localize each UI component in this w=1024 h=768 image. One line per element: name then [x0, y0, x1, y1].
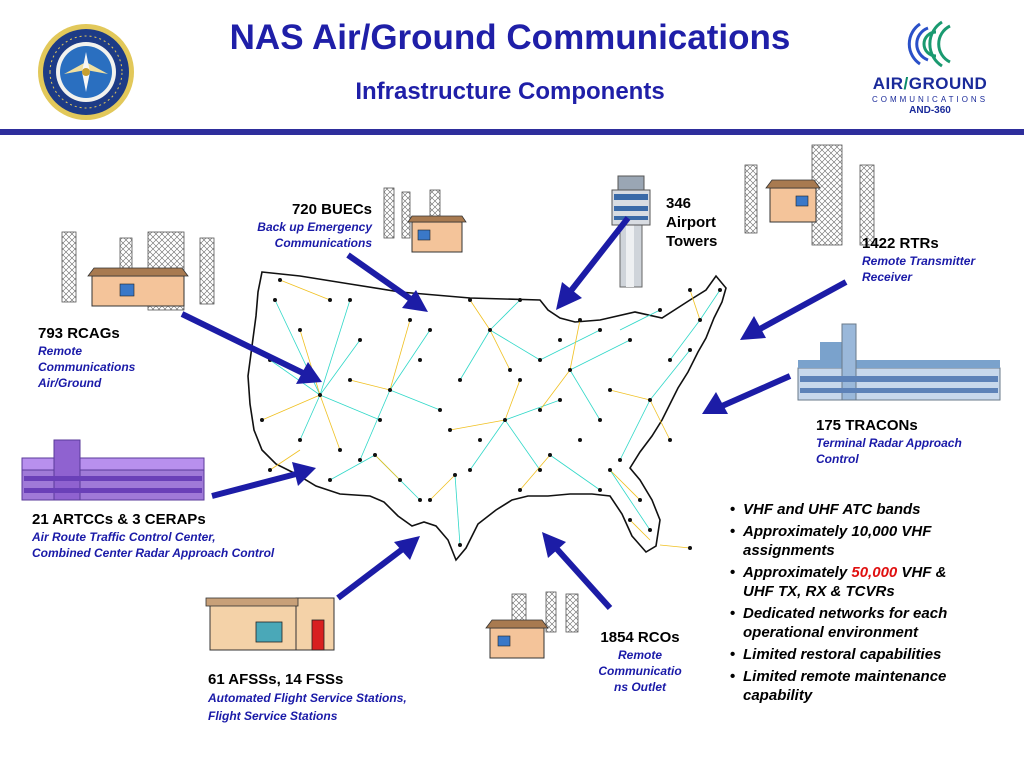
rcag-desc-3: Air/Ground	[38, 376, 102, 390]
afss-count: 61 AFSSs, 14 FSSs	[208, 671, 344, 688]
us-map	[247, 271, 727, 562]
bullet-item: Limited remote maintenance capability	[730, 667, 1020, 705]
bullet-item: Approximately 10,000 VHF assignments	[730, 522, 1020, 560]
rtr-site-icon	[744, 144, 875, 246]
rco-desc-3: ns Outlet	[613, 680, 666, 694]
page-title: NAS Air/Ground Communications	[229, 18, 791, 57]
air-ground-logo: AIR/GROUND COMMUNICATIONS AND-360	[860, 74, 1000, 116]
bullet-item: Approximately 50,000 VHF &UHF TX, RX & T…	[730, 563, 1020, 601]
rcag-desc-1: Remote	[38, 344, 83, 358]
bullet-text: Dedicated networks for each	[743, 605, 948, 622]
rco-site-icon	[485, 591, 579, 659]
rtr-desc-2: Receiver	[862, 270, 913, 284]
buec-desc-2: Communications	[274, 236, 372, 250]
bullet-text: Approximately	[743, 564, 852, 581]
bullet-text: Limited restoral capabilities	[743, 646, 942, 663]
feature-bullets: VHF and UHF ATC bands Approximately 10,0…	[730, 500, 1020, 708]
rtr-label-group: 1422 RTRs Remote Transmitter Receiver	[862, 234, 1012, 285]
buec-count: 720 BUECs	[291, 201, 372, 218]
artcc-desc-1: Air Route Traffic Control Center,	[32, 530, 216, 544]
afss-building-icon	[205, 597, 335, 651]
arrows	[180, 216, 848, 611]
airport-tower-icon	[611, 175, 651, 288]
rcag-site-icon	[61, 231, 215, 311]
towers-line-2: Airport	[666, 214, 716, 231]
logo-air: AIR	[872, 74, 904, 93]
tracon-desc-2: Control	[816, 452, 859, 466]
buec-site-icon	[383, 187, 467, 253]
logo-ground: GROUND	[908, 74, 988, 93]
signal-waves-icon	[907, 20, 951, 68]
page-subtitle: Infrastructure Components	[355, 78, 665, 105]
bullet-text: UHF TX, RX & TCVRs	[743, 583, 895, 600]
tracon-label-group: 175 TRACONs Terminal Radar Approach Cont…	[816, 416, 996, 467]
bullet-item: VHF and UHF ATC bands	[730, 500, 1020, 519]
towers-line-3: Towers	[666, 233, 718, 250]
artcc-label-group: 21 ARTCCs & 3 CERAPs Air Route Traffic C…	[32, 510, 322, 561]
artcc-count: 21 ARTCCs & 3 CERAPs	[32, 511, 206, 528]
bullet-text: Approximately 10,000 VHF	[743, 523, 932, 540]
bullet-item: Limited restoral capabilities	[730, 645, 1020, 664]
bullet-text: assignments	[743, 542, 835, 559]
towers-label-group: 346 Airport Towers	[666, 194, 746, 251]
faa-seal-icon	[38, 24, 134, 120]
network-nodes	[260, 278, 722, 550]
bullet-text: operational environment	[743, 624, 919, 641]
header-divider	[0, 129, 1024, 135]
logo-and-360: AND-360	[909, 105, 951, 116]
buec-label-group: 720 BUECs Back up Emergency Communicatio…	[200, 200, 372, 251]
bullet-text: capability	[743, 687, 813, 704]
rtr-desc-1: Remote Transmitter	[862, 254, 976, 268]
logo-communications: COMMUNICATIONS	[871, 95, 989, 104]
afss-desc-1: Automated Flight Service Stations,	[208, 691, 407, 705]
bullet-item: Dedicated networks for each operational e…	[730, 604, 1020, 642]
artcc-desc-2: Combined Center Radar Approach Control	[32, 546, 275, 560]
rcag-label-group: 793 RCAGs Remote Communications Air/Grou…	[38, 324, 188, 391]
buec-desc-1: Back up Emergency	[257, 220, 372, 234]
logo-slash: /	[903, 74, 909, 93]
rco-desc-1: Remote	[617, 648, 662, 662]
bullet-text: Limited remote maintenance	[743, 668, 947, 685]
rcag-desc-2: Communications	[38, 360, 136, 374]
tracon-count: 175 TRACONs	[816, 417, 918, 434]
artcc-building-icon	[21, 439, 205, 501]
bullet-text: VHF and UHF ATC bands	[743, 501, 921, 518]
bullet-highlight: 50,000	[851, 564, 898, 581]
bullet-text: VHF &	[897, 564, 947, 581]
towers-count: 346	[666, 195, 692, 212]
network-links	[261, 279, 721, 549]
rco-label-group: 1854 RCOs Remote Communicatio ns Outlet	[588, 628, 692, 695]
afss-label-group: 61 AFSSs, 14 FSSs Automated Flight Servi…	[208, 670, 448, 725]
afss-desc-2: Flight Service Stations	[208, 709, 338, 723]
rco-count: 1854 RCOs	[600, 629, 680, 646]
rcag-count: 793 RCAGs	[38, 325, 120, 342]
rtr-count: 1422 RTRs	[862, 235, 939, 252]
rco-desc-2: Communicatio	[598, 664, 682, 678]
tracon-building-icon	[797, 323, 1001, 401]
tracon-desc-1: Terminal Radar Approach	[816, 436, 962, 450]
